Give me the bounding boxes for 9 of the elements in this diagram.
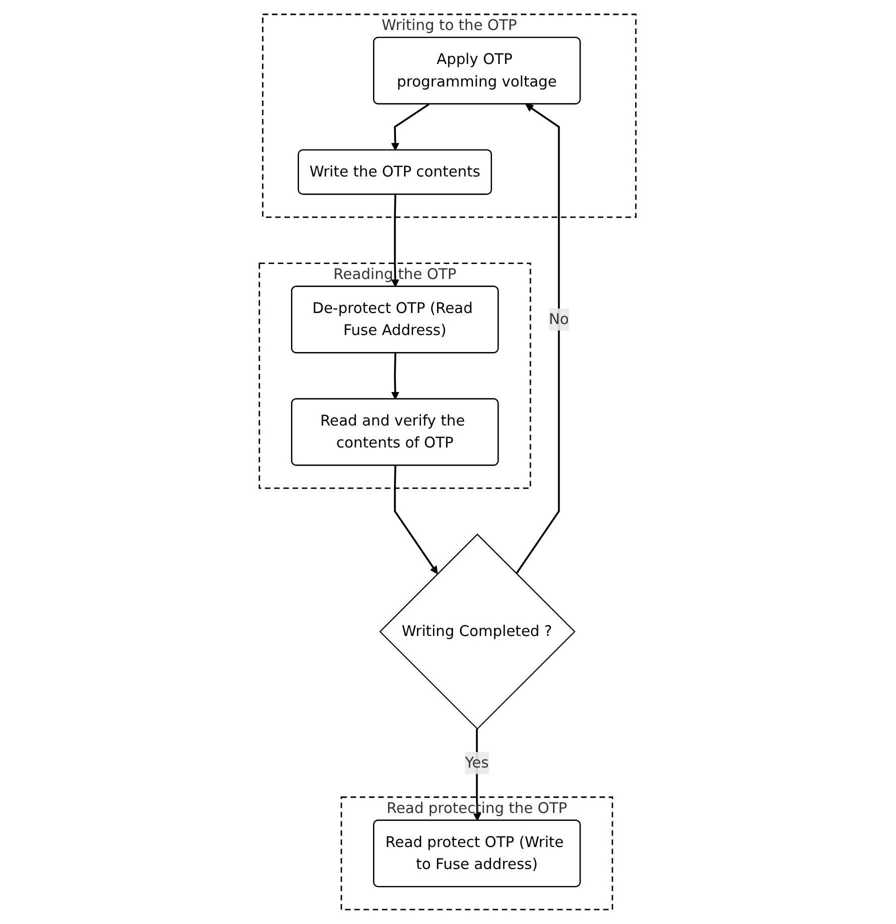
node-diamond: Writing Completed ? xyxy=(380,534,576,730)
arrow xyxy=(474,728,482,822)
arrow xyxy=(394,466,438,574)
arrow xyxy=(516,104,560,574)
arrow xyxy=(392,353,400,400)
edge-label: No xyxy=(549,310,570,328)
arrow xyxy=(392,104,430,151)
arrow xyxy=(392,194,400,288)
edge-label: Yes xyxy=(465,754,490,772)
